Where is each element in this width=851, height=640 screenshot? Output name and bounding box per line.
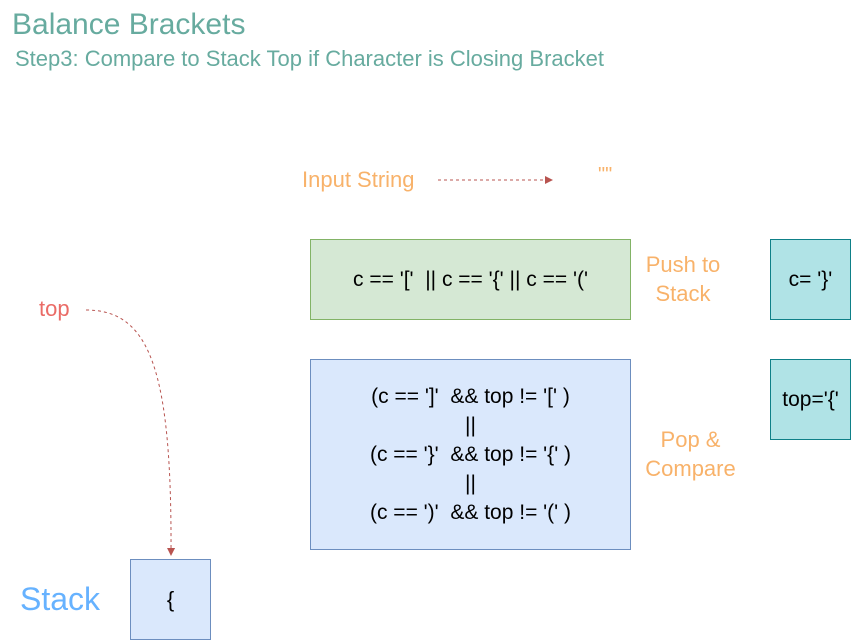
top-pointer-label: top xyxy=(39,296,70,321)
pop-label-line: Compare xyxy=(645,456,736,481)
push-label-line: Stack xyxy=(655,281,711,306)
page-title: Balance Brackets xyxy=(12,8,246,41)
stack-cell: { xyxy=(130,559,211,640)
pop-condition-line: || xyxy=(465,472,476,495)
pop-label-line: Pop & xyxy=(660,427,721,452)
stack-label: Stack xyxy=(20,581,101,617)
pop-and-compare-label: Pop & Compare xyxy=(630,425,751,483)
input-string-value: "" xyxy=(598,164,613,186)
pop-condition-line: (c == ']' && top != '[' ) xyxy=(371,385,570,408)
current-char-box: c= '}' xyxy=(770,239,851,320)
pop-condition-line: (c == ')' && top != '(' ) xyxy=(369,501,572,524)
current-top-box: top='{' xyxy=(770,359,851,440)
pop-condition-line: (c == '}' && top != '{' ) xyxy=(369,443,572,466)
push-condition-box: c == '[' || c == '{' || c == '(' xyxy=(310,239,631,320)
pop-condition-line: || xyxy=(465,414,476,437)
step-subtitle: Step3: Compare to Stack Top if Character… xyxy=(15,46,604,71)
top-pointer-arrow xyxy=(85,309,176,556)
push-to-stack-label: Push to Stack xyxy=(630,250,736,308)
input-string-label: Input String xyxy=(302,167,415,192)
push-label-line: Push to xyxy=(645,252,721,277)
pop-condition-box: (c == ']' && top != '[' ) || (c == '}' &… xyxy=(310,359,631,550)
